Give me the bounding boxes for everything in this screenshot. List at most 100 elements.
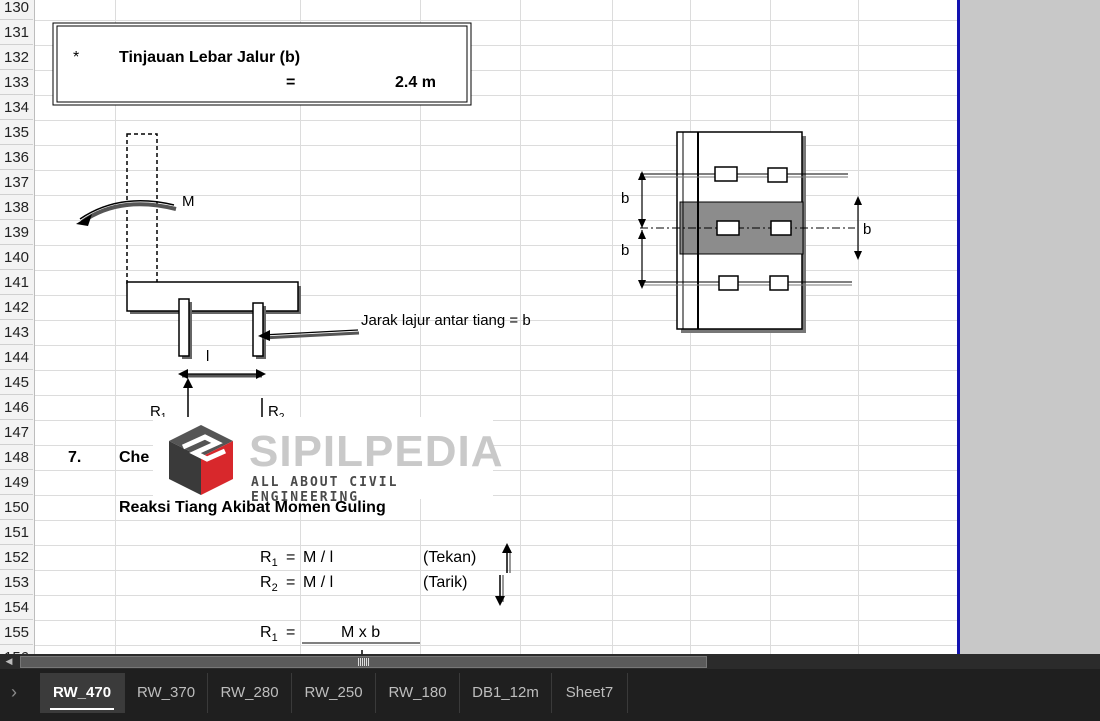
gridline — [34, 20, 957, 21]
gridline — [300, 0, 301, 654]
section-number: 7. — [68, 449, 82, 466]
gridline — [34, 145, 957, 146]
row-number[interactable]: 148 — [0, 445, 33, 470]
row-number[interactable]: 151 — [0, 520, 33, 545]
row-number[interactable]: 155 — [0, 620, 33, 645]
scroll-left-icon[interactable]: ◀ — [5, 656, 13, 666]
gridline — [34, 295, 957, 296]
row-number[interactable]: 156 — [0, 645, 33, 654]
formula-note: (Tekan) — [423, 549, 477, 566]
row-number[interactable]: 135 — [0, 120, 33, 145]
row-number[interactable]: 147 — [0, 420, 33, 445]
row-number[interactable]: 139 — [0, 220, 33, 245]
formula-symbol: R1 — [260, 624, 278, 645]
scrollbar-grip-icon — [358, 658, 370, 666]
gridline — [34, 345, 957, 346]
gridline — [34, 420, 957, 421]
logo-mark-icon — [169, 425, 233, 495]
gridline — [34, 620, 957, 621]
plan-pile — [718, 275, 739, 291]
gridline — [34, 370, 957, 371]
row-number[interactable]: 144 — [0, 345, 33, 370]
tab-rw-180[interactable]: RW_180 — [376, 673, 460, 713]
plan-b-right-label: b — [863, 221, 872, 238]
width-value: 2.4 m — [395, 74, 436, 91]
moment-arrowhead — [76, 214, 92, 226]
bullet-marker: * — [73, 49, 80, 66]
section-box-inner — [56, 25, 468, 103]
gridline — [34, 70, 957, 71]
spreadsheet-grid[interactable]: 130 131 132 133 134 135 136 137 138 139 … — [0, 0, 957, 654]
spacing-label: Jarak lajur antar tiang = b — [361, 312, 531, 329]
row-number[interactable]: 141 — [0, 270, 33, 295]
sipilpedia-logo: SIPILPEDIA ALL ABOUT CIVIL ENGINEERING — [153, 417, 503, 505]
gridline — [34, 270, 957, 271]
gridline — [34, 120, 957, 121]
gridline — [34, 45, 957, 46]
row-number[interactable]: 130 — [0, 0, 33, 20]
sheet-tab-bar: › RW_470 RW_370 RW_280 RW_250 RW_180 DB1… — [0, 669, 1100, 721]
formula-symbol: R1 — [260, 549, 278, 570]
equals-sign: = — [286, 74, 296, 91]
tab-rw-250[interactable]: RW_250 — [292, 673, 376, 713]
reaction-r1-arrowhead — [183, 378, 193, 388]
row-number[interactable]: 140 — [0, 245, 33, 270]
row-number[interactable]: 146 — [0, 395, 33, 420]
gridline — [34, 520, 957, 521]
gridline — [612, 0, 613, 654]
row-number[interactable]: 132 — [0, 45, 33, 70]
row-number[interactable]: 150 — [0, 495, 33, 520]
row-number[interactable]: 136 — [0, 145, 33, 170]
formula-equals: = — [286, 624, 296, 641]
gridline — [34, 445, 957, 446]
wall-dashed — [126, 133, 158, 285]
row-number[interactable]: 137 — [0, 170, 33, 195]
tab-rw-370[interactable]: RW_370 — [125, 673, 208, 713]
scrollbar-thumb[interactable] — [20, 656, 707, 668]
gridline — [34, 320, 957, 321]
row-number[interactable]: 138 — [0, 195, 33, 220]
plan-dim-arrowhead — [638, 230, 646, 239]
row-number[interactable]: 134 — [0, 95, 33, 120]
tab-scroll-chevron-icon[interactable]: › — [11, 682, 17, 702]
row-number[interactable]: 153 — [0, 570, 33, 595]
gridline — [520, 0, 521, 654]
gridline — [34, 245, 957, 246]
row-header[interactable]: 130 131 132 133 134 135 136 137 138 139 … — [0, 0, 35, 654]
spacing-pointer — [261, 331, 360, 340]
plan-b-bottom-label: b — [621, 242, 630, 259]
outside-print-area — [960, 0, 1100, 654]
plan-dim-arrowhead — [638, 280, 646, 289]
check-title: Che — [119, 449, 150, 466]
tab-rw-470[interactable]: RW_470 — [40, 673, 125, 713]
row-number[interactable]: 142 — [0, 295, 33, 320]
row-number[interactable]: 133 — [0, 70, 33, 95]
spacing-pointer — [261, 329, 359, 336]
formula-expression: M / l — [303, 549, 334, 566]
plan-dim-arrowhead — [638, 219, 646, 228]
plan-pile — [714, 166, 738, 182]
formula-numerator: M x b — [341, 624, 381, 641]
row-number[interactable]: 149 — [0, 470, 33, 495]
horizontal-scrollbar[interactable]: ◀ — [0, 654, 1100, 669]
gridline — [858, 0, 859, 654]
row-number[interactable]: 145 — [0, 370, 33, 395]
moment-label: M — [182, 193, 195, 210]
length-arrowhead — [178, 369, 188, 379]
section-title: Tinjauan Lebar Jalur (b) — [119, 49, 301, 66]
gridline — [34, 220, 957, 221]
gridline — [34, 470, 957, 471]
plan-dim-arrowhead — [854, 251, 862, 260]
row-number[interactable]: 154 — [0, 595, 33, 620]
spacing-arrowhead — [258, 330, 270, 341]
tab-rw-280[interactable]: RW_280 — [208, 673, 292, 713]
plan-pile — [769, 275, 789, 291]
tab-sheet7[interactable]: Sheet7 — [552, 673, 628, 713]
gridline — [34, 195, 957, 196]
row-number[interactable]: 131 — [0, 20, 33, 45]
gridline — [34, 495, 957, 496]
tab-db1-12m[interactable]: DB1_12m — [460, 673, 552, 713]
moment-arc — [79, 200, 175, 220]
row-number[interactable]: 143 — [0, 320, 33, 345]
row-number[interactable]: 152 — [0, 545, 33, 570]
